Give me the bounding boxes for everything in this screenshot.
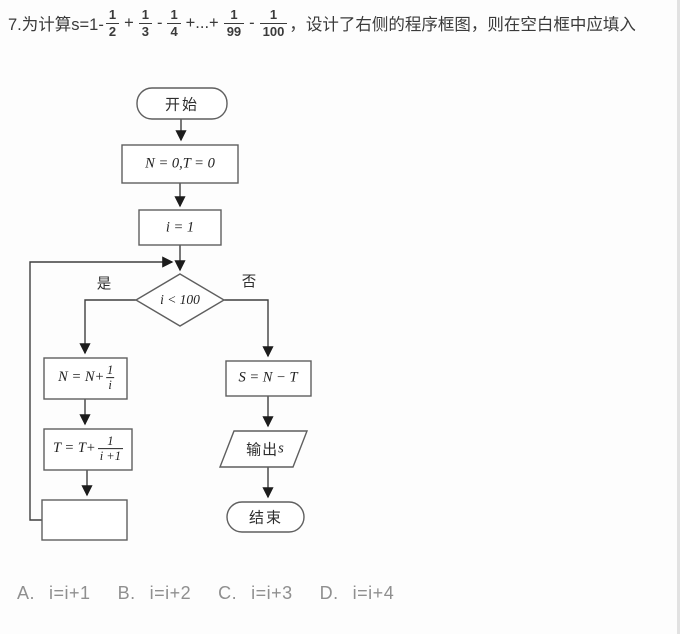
output-node-label: 输出 s <box>246 439 284 460</box>
option-b-text: i=i+2 <box>149 583 192 603</box>
problem-text-suffix: ，设计了右侧的程序框图，则在空白框中应填入 <box>289 16 636 35</box>
start-node-shape <box>136 87 228 120</box>
compute-s-node-shape <box>225 360 312 397</box>
start-node-label: 开始 <box>164 97 200 114</box>
option-c-letter: C. <box>218 583 238 603</box>
option-d[interactable]: D. i=i+4 <box>320 583 395 604</box>
init-node-shape <box>121 144 239 184</box>
end-node-label: 结束 <box>248 510 284 527</box>
problem-text-prefix: 7.为计算s=1- <box>8 16 104 35</box>
option-d-letter: D. <box>319 583 339 603</box>
condition-diamond-shape <box>134 273 226 327</box>
option-c-text: i=i+3 <box>251 583 293 603</box>
end-node-shape <box>226 501 305 533</box>
option-a-text: i=i+1 <box>49 583 91 603</box>
output-parallelogram-shape <box>218 430 309 468</box>
option-d-text: i=i+4 <box>352 583 395 603</box>
option-b-letter: B. <box>117 583 136 603</box>
no-branch-label: 否 <box>241 274 257 291</box>
condition-label: i < 100 <box>160 292 200 307</box>
init-node-label: N = 0,T = 0 <box>145 155 215 172</box>
plus-sign: + <box>124 13 134 32</box>
minus-sign-2: - <box>249 13 255 32</box>
option-c[interactable]: C. i=i+3 <box>218 583 293 604</box>
loop-back-connector <box>29 256 174 521</box>
compute-s-node-label: S = N − T <box>238 369 298 386</box>
answer-options: A. i=i+1 B. i=i+2 C. i=i+3 D. i=i+4 <box>17 583 394 604</box>
option-a[interactable]: A. i=i+1 <box>17 583 91 604</box>
yes-branch-connector <box>79 299 136 355</box>
option-b[interactable]: B. i=i+2 <box>118 583 192 604</box>
i-init-node-shape <box>138 209 222 246</box>
blank-answer-box <box>41 499 128 541</box>
output-variable: s <box>278 440 284 457</box>
minus-sign: - <box>156 13 163 32</box>
ellipsis-plus: +...+ <box>185 13 219 32</box>
i-init-node-label: i = 1 <box>165 219 195 236</box>
no-branch-connector <box>224 299 274 358</box>
output-text: 输出 <box>246 442 279 459</box>
yes-branch-label: 是 <box>96 276 112 293</box>
option-a-letter: A. <box>17 583 36 603</box>
